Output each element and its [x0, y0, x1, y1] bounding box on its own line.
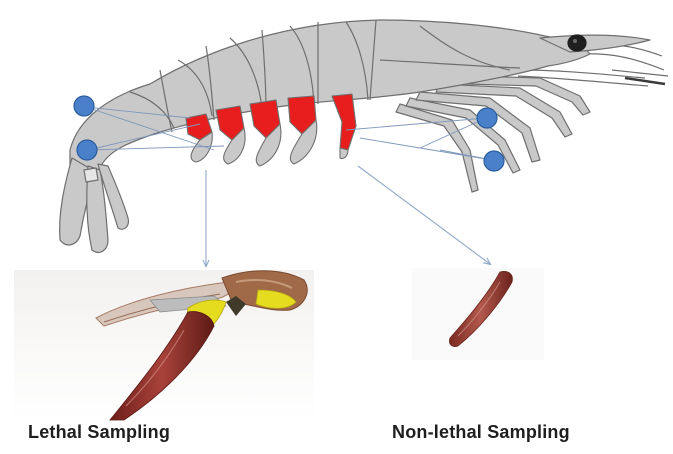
walking-legs [396, 76, 590, 192]
arrows [206, 166, 490, 266]
sampling-point-leg-lower [484, 151, 504, 171]
pleopod-4 [288, 96, 317, 164]
shrimp-illustration [60, 20, 668, 252]
sampling-point-tail-upper [74, 96, 94, 116]
shrimp-eye-icon [568, 35, 586, 51]
sampling-point-leg-upper [477, 108, 497, 128]
pleopod-3 [250, 100, 281, 166]
pleopod-1 [186, 114, 212, 162]
non-lethal-sampling-label: Non-lethal Sampling [392, 422, 570, 443]
pleopod-2 [216, 106, 245, 164]
sampling-point-tail-lower [77, 140, 97, 160]
clipped-pleopod-photo [412, 268, 544, 360]
pleopod-5 [332, 94, 356, 159]
dissected-pleopod-photo [14, 270, 314, 420]
shrimp-body [70, 20, 590, 174]
lethal-sampling-label: Lethal Sampling [28, 422, 170, 443]
